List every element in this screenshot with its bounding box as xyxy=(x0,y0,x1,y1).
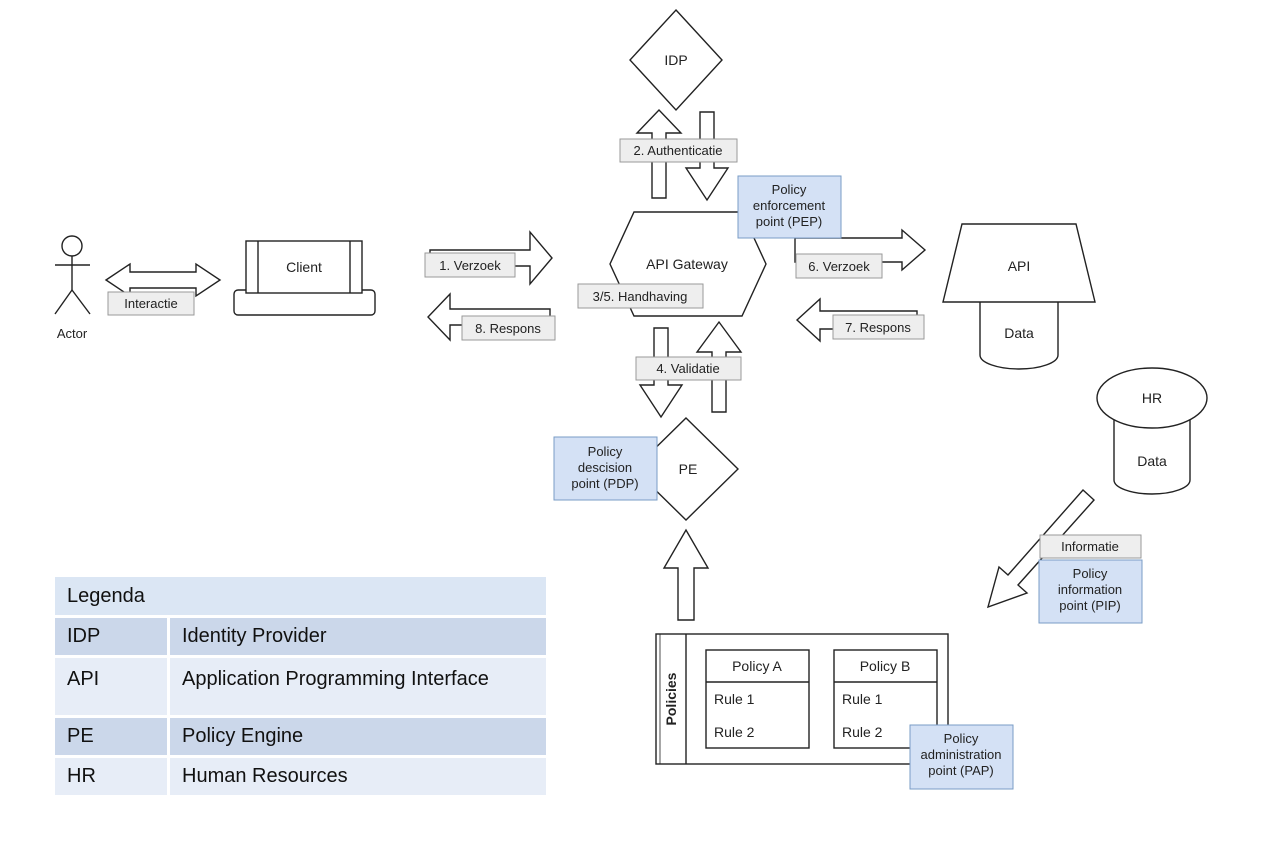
api-data-label: Data xyxy=(1004,325,1034,341)
hr-label: HR xyxy=(1142,390,1162,406)
svg-text:information: information xyxy=(1058,582,1122,597)
pe-label: PE xyxy=(679,461,698,477)
policy-b-name: Policy B xyxy=(860,658,911,674)
authenticatie-2-label: 2. Authenticatie xyxy=(619,138,738,163)
policy-b-rule-1: Rule 1 xyxy=(842,691,883,707)
svg-text:Informatie: Informatie xyxy=(1061,539,1119,554)
svg-text:2. Authenticatie: 2. Authenticatie xyxy=(634,143,723,158)
idp-node: IDP xyxy=(629,8,723,112)
legend-row: API Application Programming Interface xyxy=(55,655,546,715)
policy-a-card: Policy A Rule 1 Rule 2 xyxy=(705,649,810,749)
legend-abbr: IDP xyxy=(55,615,170,655)
svg-text:4. Validatie: 4. Validatie xyxy=(656,361,719,376)
svg-text:point (PDP): point (PDP) xyxy=(571,476,638,491)
client-node: Client xyxy=(233,240,376,316)
legend-abbr: PE xyxy=(55,715,170,755)
handhaving-35-label: 3/5. Handhaving xyxy=(577,283,704,309)
legend-abbr: API xyxy=(55,655,170,715)
legend-meaning: Policy Engine xyxy=(170,715,546,755)
policy-a-rule-2: Rule 2 xyxy=(714,724,755,740)
legend-meaning: Identity Provider xyxy=(170,615,546,655)
svg-text:administration: administration xyxy=(921,747,1002,762)
verzoek-6-label: 6. Verzoek xyxy=(795,253,883,279)
policy-a-rule-1: Rule 1 xyxy=(714,691,755,707)
pdp-annotation: Policy descision point (PDP) xyxy=(553,436,658,501)
legend-meaning: Human Resources xyxy=(170,755,546,795)
hr-data-label: Data xyxy=(1137,453,1167,469)
svg-text:Policy: Policy xyxy=(944,731,979,746)
policy-a-name: Policy A xyxy=(732,658,782,674)
respons-8-label: 8. Respons xyxy=(461,315,556,341)
svg-text:Policy: Policy xyxy=(588,444,623,459)
legend-abbr: HR xyxy=(55,755,170,795)
interactie-double-arrow xyxy=(104,262,222,298)
policies-to-pe-arrow xyxy=(662,528,710,621)
api-gateway-label: API Gateway xyxy=(646,256,728,272)
respons-7-label: 7. Respons xyxy=(832,314,925,340)
svg-text:6. Verzoek: 6. Verzoek xyxy=(808,259,870,274)
pap-annotation: Policy administration point (PAP) xyxy=(909,724,1014,790)
legend-meaning: Application Programming Interface xyxy=(170,655,546,715)
svg-text:point (PAP): point (PAP) xyxy=(928,763,994,778)
edge-labels: Interactie 1. Verzoek 8. Respons 2. Auth… xyxy=(107,138,1142,559)
validatie-4-label: 4. Validatie xyxy=(635,356,742,381)
legend-title: Legenda xyxy=(55,577,546,615)
svg-text:point (PIP): point (PIP) xyxy=(1059,598,1120,613)
svg-text:7. Respons: 7. Respons xyxy=(845,320,911,335)
svg-text:Interactie: Interactie xyxy=(124,296,177,311)
policies-title: Policies xyxy=(663,672,679,725)
informatie-label: Informatie xyxy=(1039,534,1142,559)
legend-row: HR Human Resources xyxy=(55,755,546,795)
svg-text:1. Verzoek: 1. Verzoek xyxy=(439,258,501,273)
svg-text:descision: descision xyxy=(578,460,632,475)
legend-table: Legenda IDP Identity Provider API Applic… xyxy=(55,577,546,795)
svg-text:enforcement: enforcement xyxy=(753,198,826,213)
verzoek-1-label: 1. Verzoek xyxy=(424,252,516,278)
svg-text:8. Respons: 8. Respons xyxy=(475,321,541,336)
interactie-label: Interactie xyxy=(107,291,195,316)
api-data-cylinder xyxy=(979,300,1059,370)
api-label: API xyxy=(1008,258,1031,274)
api-node: API Data xyxy=(942,223,1096,370)
pip-annotation: Policy information point (PIP) xyxy=(1038,559,1143,624)
actor-label: Actor xyxy=(57,326,88,341)
arrows xyxy=(104,108,1095,621)
legend-header: Legenda xyxy=(55,577,546,615)
policy-b-rule-2: Rule 2 xyxy=(842,724,883,740)
svg-text:3/5. Handhaving: 3/5. Handhaving xyxy=(593,289,688,304)
idp-label: IDP xyxy=(664,52,687,68)
legend-row: PE Policy Engine xyxy=(55,715,546,755)
actor-figure: Actor xyxy=(54,235,91,341)
hr-data-node: HR Data xyxy=(1096,367,1208,495)
client-label: Client xyxy=(286,259,322,275)
svg-text:Policy: Policy xyxy=(772,182,807,197)
legend-row: IDP Identity Provider xyxy=(55,615,546,655)
svg-text:point (PEP): point (PEP) xyxy=(756,214,822,229)
svg-text:Policy: Policy xyxy=(1073,566,1108,581)
pep-annotation: Policy enforcement point (PEP) xyxy=(737,175,842,239)
policies-container: Policies Policy A Rule 1 Rule 2 Policy B… xyxy=(655,633,949,765)
